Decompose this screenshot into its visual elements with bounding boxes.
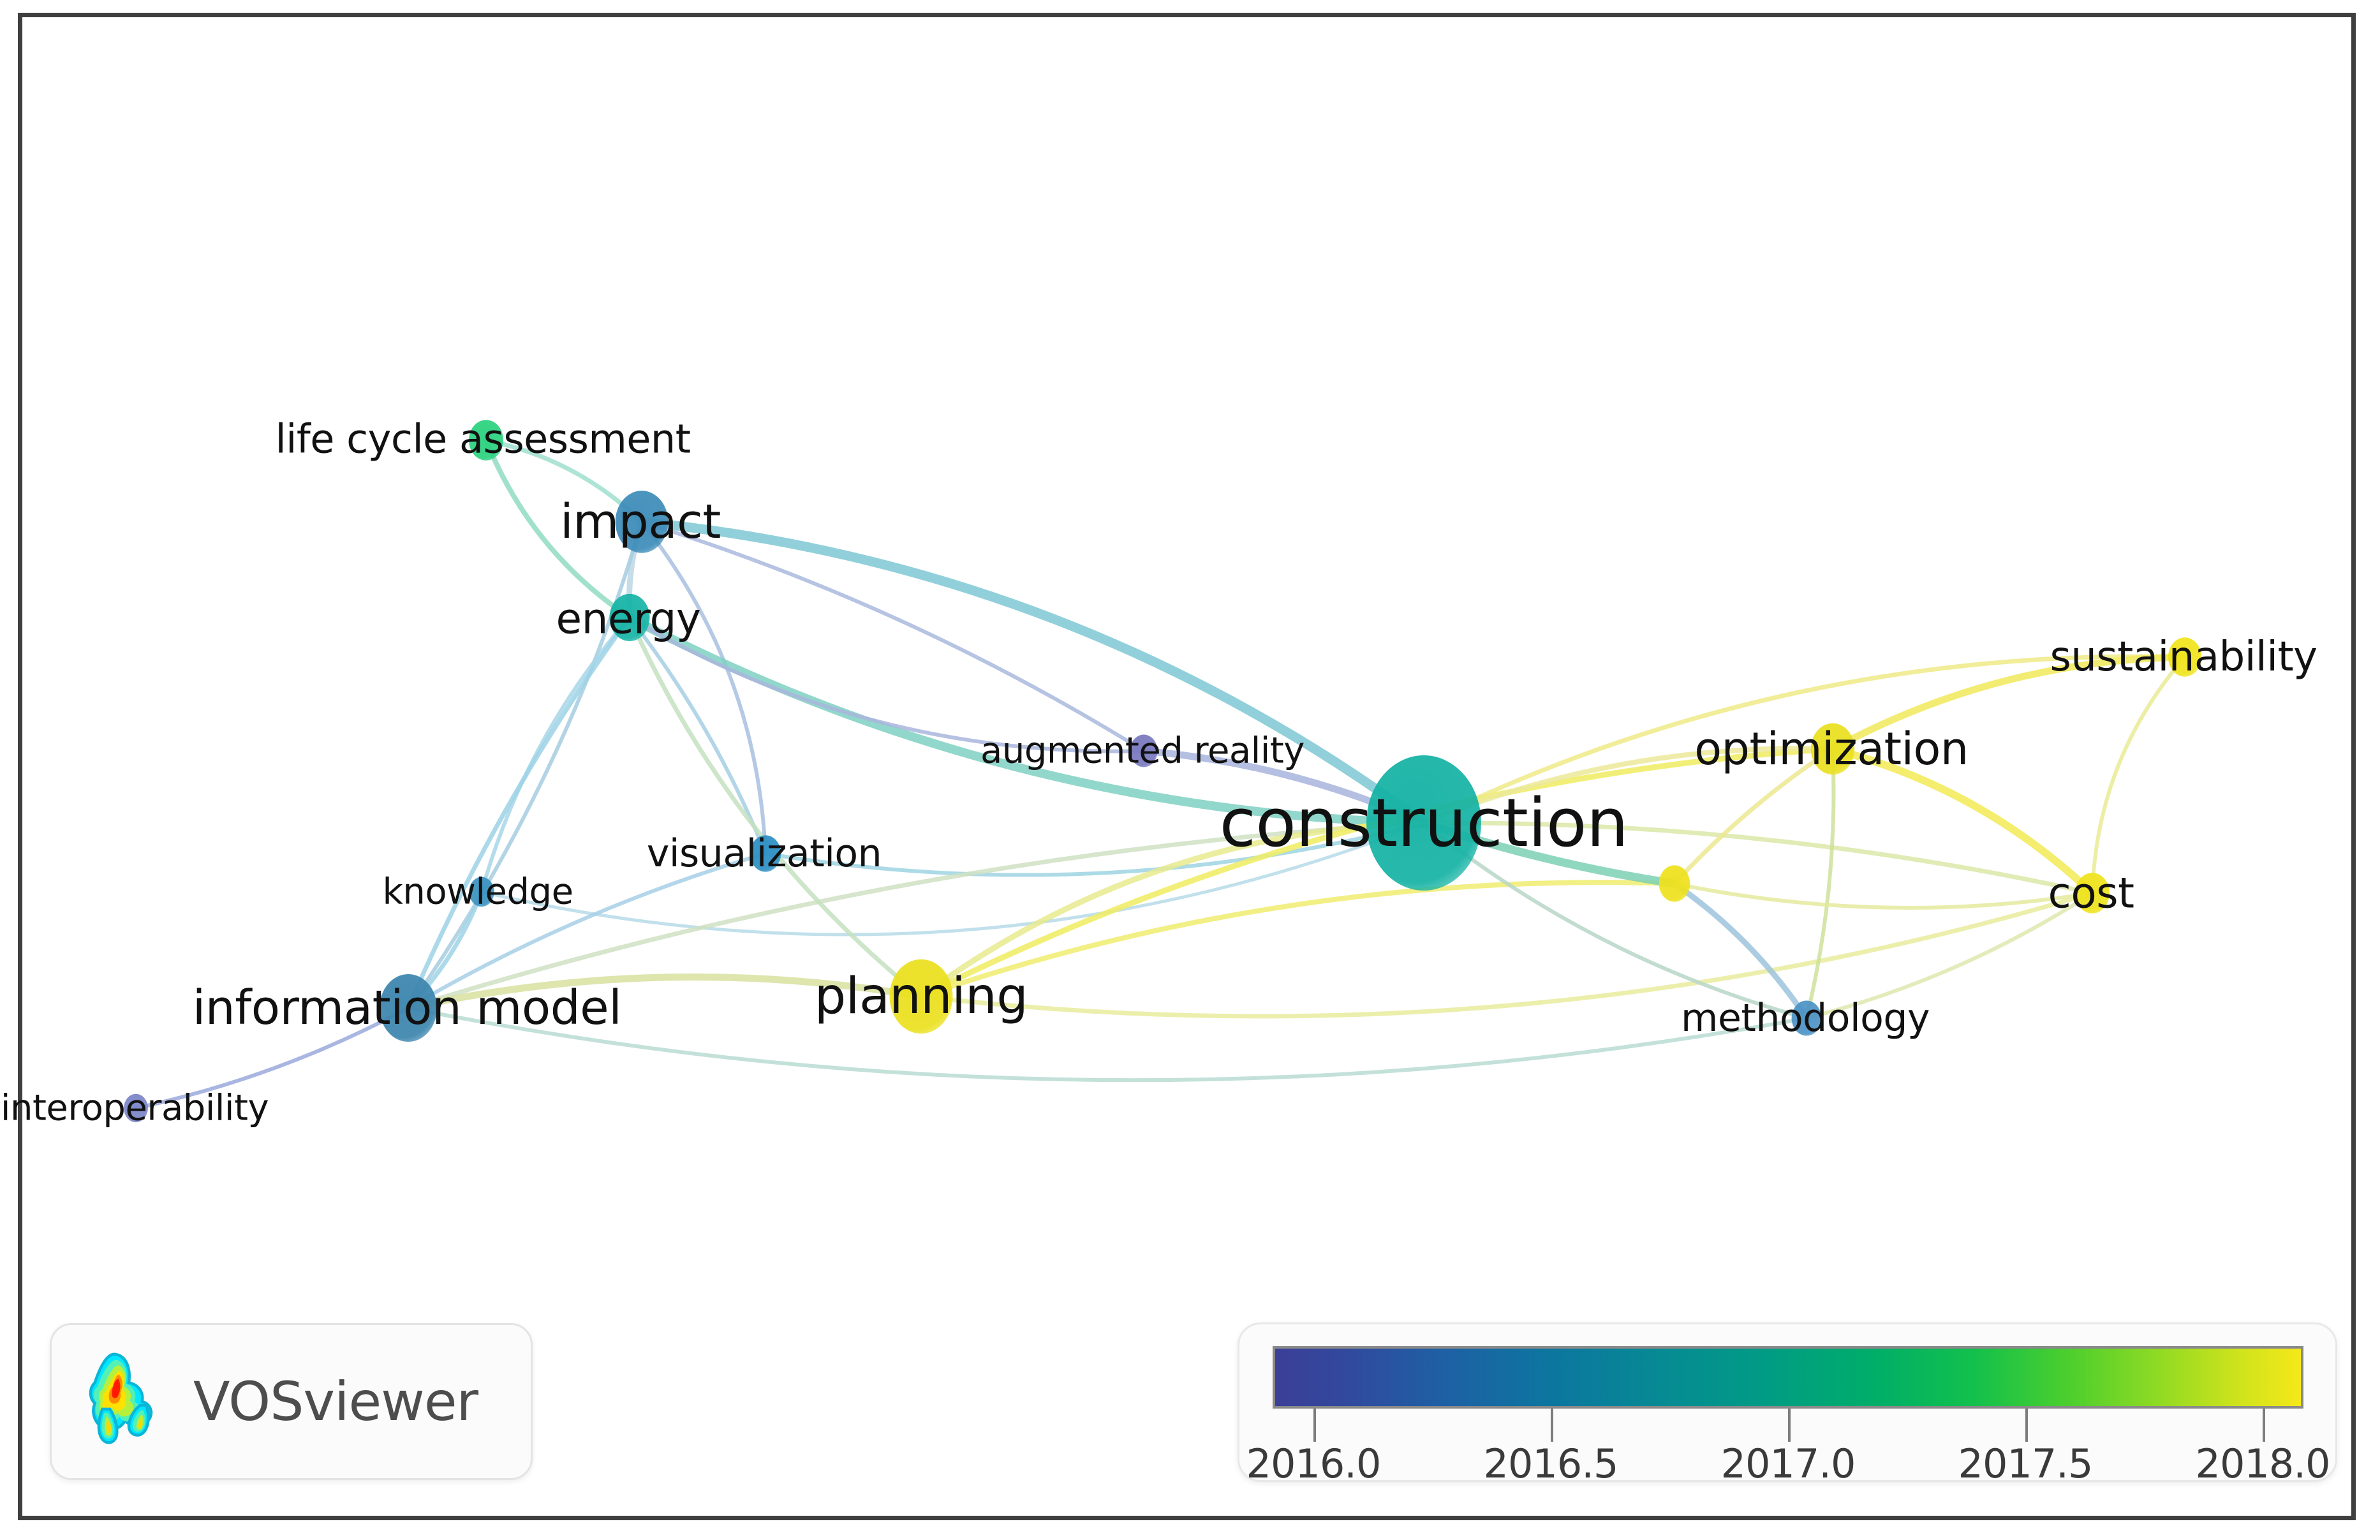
color-scale-tick-label: 2016.0 [1246,1440,1382,1487]
network-edge [637,517,1429,828]
network-edge [1805,891,2094,1020]
network-edge [918,746,1836,1000]
color-scale-legend[interactable]: 2016.0 2016.5 2017.0 2017.5 2018.0 [1238,1322,2337,1487]
network-edge [764,821,1426,877]
network-edge [480,821,1426,937]
edge-layer [134,438,2189,1110]
network-node-impact[interactable] [615,491,669,553]
network-edge [1672,746,1835,886]
figure-frame [18,13,2356,1520]
network-edge [625,613,1428,827]
color-scale-tick [2025,1409,2028,1442]
network-edge [1422,821,1808,1020]
color-scale-tick-label: 2017.0 [1720,1440,1856,1487]
color-scale-tick [1551,1409,1553,1442]
network-edge [404,973,925,1012]
network-edge [918,820,1427,1000]
color-scale-tick [1788,1409,1791,1442]
network-edge [640,520,1146,753]
vosviewer-brand-panel[interactable]: VOSviewer [50,1323,533,1480]
vosviewer-heatmap-logo [89,1352,153,1444]
network-node-visualization[interactable] [750,835,781,872]
network-edge [1421,820,2095,896]
node-layer [124,420,2202,1123]
color-scale-tick-label: 2016.5 [1483,1440,1619,1487]
network-edge [919,880,1677,999]
network-node-cost[interactable] [2075,873,2110,914]
network-edge [484,438,632,620]
network-edge [1671,880,1810,1021]
color-scale-tick-label: 2017.5 [1958,1440,2094,1487]
network-node-planning[interactable] [889,959,953,1034]
network-edge [1829,745,2096,897]
network-edge [1805,747,1836,1020]
network-node-energy[interactable] [609,593,650,642]
network-node-knowledge[interactable] [469,877,494,907]
network-edge [406,820,1426,1011]
network-node-methodology[interactable] [1791,1000,1822,1036]
network-node-optimization[interactable] [1810,723,1855,775]
network-edge [1421,654,2187,826]
network-edge [406,852,767,1010]
network-edge [1421,746,1835,826]
network-node-interoperability[interactable] [124,1093,148,1123]
network-node-unlabeled-yellow[interactable] [1659,865,1690,902]
network-node-sustainability[interactable] [2168,637,2202,677]
network-edge [640,520,767,855]
network-node-construction[interactable] [1366,755,1481,891]
color-scale-tick [2263,1409,2265,1442]
network-edge [406,520,644,1010]
network-edge [1829,653,2189,753]
network-edge [919,891,2095,1019]
network-edge [628,616,1146,753]
network-edge [1673,882,2094,910]
network-edge [406,1006,1808,1083]
color-scale-tick [1313,1409,1316,1442]
network-node-information-model[interactable] [380,974,437,1042]
network-edge [134,1006,410,1110]
vosviewer-wordmark: VOSviewer [193,1370,478,1433]
network-node-augmented-reality[interactable] [1130,734,1158,767]
color-scale-tick-label: 2018.0 [2195,1440,2331,1487]
color-scale-gradient-bar [1273,1346,2303,1409]
network-edge [627,615,924,999]
network-edge [480,616,632,894]
network-edge [2090,655,2187,895]
color-scale-tick-labels: 2016.0 2016.5 2017.0 2017.5 2018.0 [1246,1440,2331,1487]
network-node-life-cycle-assessment[interactable] [469,420,503,461]
network-edge [406,615,632,1011]
color-scale-ticks [1273,1409,2303,1442]
